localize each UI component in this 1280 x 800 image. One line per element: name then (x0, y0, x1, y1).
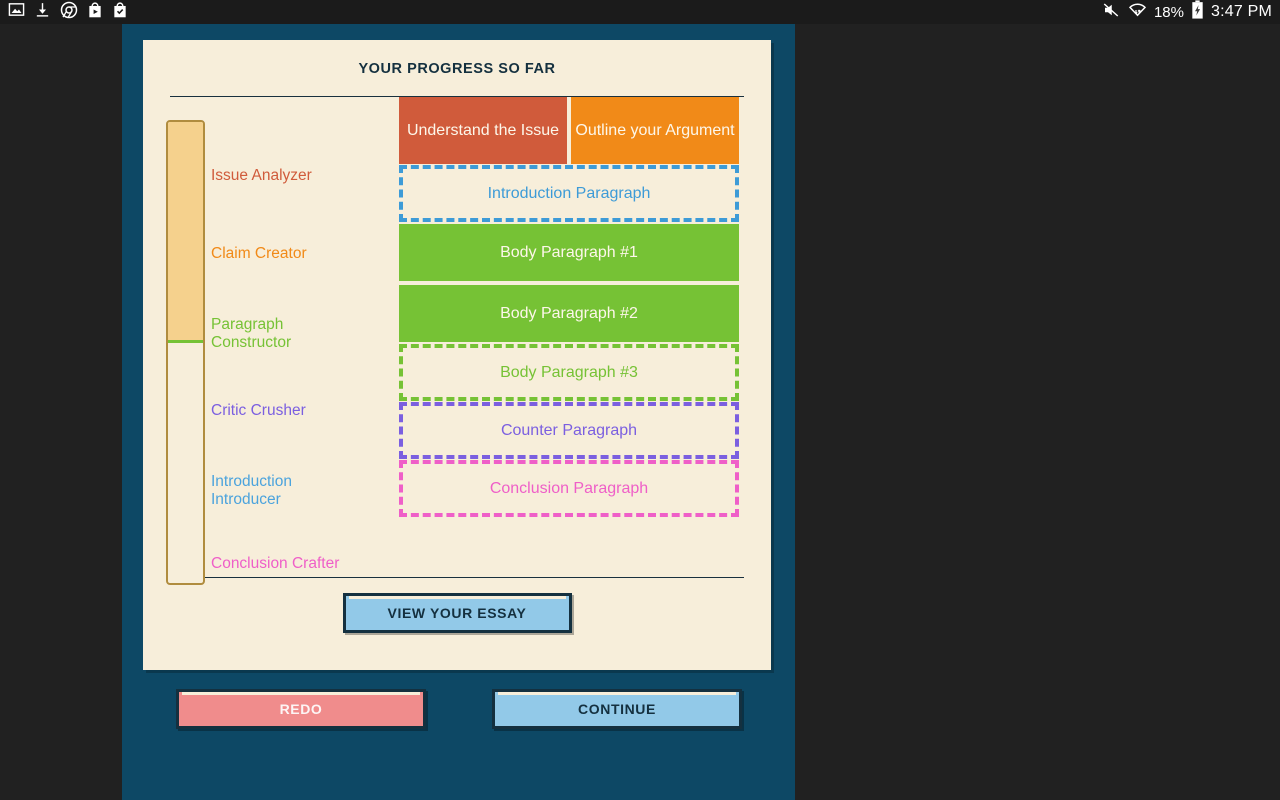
essay-block-list: Understand the Issue Outline your Argume… (399, 97, 739, 517)
stage-label: Paragraph Constructor (211, 316, 292, 351)
view-your-essay-label: VIEW YOUR ESSAY (387, 605, 527, 621)
button-highlight (182, 692, 420, 695)
bottom-action-bar: REDO CONTINUE (122, 689, 795, 739)
wifi-transfer-icon (1128, 1, 1147, 24)
play-store-check-icon (112, 1, 128, 23)
essay-block-counter-paragraph[interactable]: Counter Paragraph (399, 402, 739, 459)
status-system-icons: 18% 3:47 PM (1101, 0, 1272, 24)
essay-block-body-paragraph-1[interactable]: Body Paragraph #1 (399, 224, 739, 281)
image-icon (8, 1, 25, 23)
redo-button[interactable]: REDO (176, 689, 426, 729)
essay-block-understand-the-issue[interactable]: Understand the Issue (399, 97, 567, 164)
status-notification-icons (8, 1, 128, 24)
redo-label: REDO (279, 701, 323, 717)
button-highlight (348, 596, 566, 599)
clock-label: 3:47 PM (1211, 3, 1272, 20)
page-title: YOUR PROGRESS SO FAR (358, 61, 556, 77)
mute-icon (1101, 1, 1121, 24)
divider-top (170, 96, 744, 97)
battery-charging-icon (1191, 0, 1204, 24)
stage-label: Claim Creator (211, 245, 307, 262)
essay-block-conclusion-paragraph[interactable]: Conclusion Paragraph (399, 460, 739, 517)
chrome-icon (60, 1, 78, 24)
top-block-row: Understand the Issue Outline your Argume… (399, 97, 739, 164)
continue-label: CONTINUE (578, 701, 656, 717)
stage-label: Introduction Introducer (211, 473, 292, 508)
vertical-progress-fill (168, 122, 203, 344)
essay-block-body-paragraph-2[interactable]: Body Paragraph #2 (399, 285, 739, 342)
essay-block-outline-your-argument[interactable]: Outline your Argument (571, 97, 739, 164)
stage-label: Issue Analyzer (211, 167, 312, 184)
divider-bottom (170, 577, 744, 578)
essay-block-body-paragraph-3[interactable]: Body Paragraph #3 (399, 344, 739, 401)
stage-label: Conclusion Crafter (211, 555, 340, 572)
button-highlight (498, 692, 736, 695)
continue-button[interactable]: CONTINUE (492, 689, 742, 729)
view-your-essay-button[interactable]: VIEW YOUR ESSAY (342, 593, 572, 633)
download-icon (34, 1, 51, 23)
battery-percent-label: 18% (1153, 3, 1184, 21)
view-essay-row: VIEW YOUR ESSAY (143, 578, 771, 633)
vertical-progress-track (166, 120, 205, 585)
stage-label: Critic Crusher (211, 402, 306, 419)
android-status-bar: 18% 3:47 PM (0, 0, 1280, 24)
essay-block-introduction-paragraph[interactable]: Introduction Paragraph (399, 165, 739, 222)
play-store-icon (87, 1, 103, 23)
